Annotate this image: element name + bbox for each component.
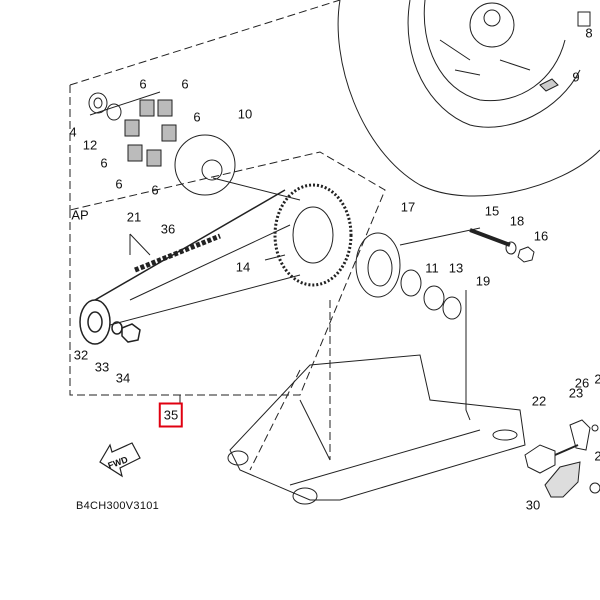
callout-17[interactable]: 17	[400, 199, 416, 215]
callout-9[interactable]: 9	[572, 69, 580, 85]
fwd-arrow-icon	[99, 442, 141, 478]
callout-35-highlighted[interactable]: 35	[158, 402, 184, 428]
callout-6[interactable]: 6	[139, 76, 147, 92]
callout-11[interactable]: 11	[425, 260, 439, 276]
callout-30[interactable]: 30	[525, 497, 541, 513]
group-label-ap: AP	[71, 207, 89, 223]
callout-32[interactable]: 32	[73, 347, 89, 363]
callout-13[interactable]: 13	[448, 260, 464, 276]
drive-chain	[79, 189, 286, 345]
callout-6[interactable]: 6	[100, 155, 108, 171]
sprocket	[273, 183, 353, 287]
callout-14[interactable]: 14	[235, 259, 251, 275]
callout-18[interactable]: 18	[509, 213, 525, 229]
callout-6[interactable]: 6	[181, 76, 189, 92]
callout-15[interactable]: 15	[484, 203, 500, 219]
callout-10[interactable]: 10	[237, 106, 253, 122]
callout-22[interactable]: 22	[531, 393, 547, 409]
callout-12[interactable]: 12	[82, 137, 98, 153]
rear-wheel	[337, 0, 600, 197]
callout-2-partial[interactable]: 2	[594, 371, 600, 387]
callout-23[interactable]: 23	[568, 385, 584, 401]
callout-2-partial[interactable]: 2	[594, 448, 600, 464]
callout-8[interactable]: 8	[585, 25, 593, 41]
leader-lines-solid	[89, 91, 481, 421]
leader-lines	[69, 0, 386, 471]
callout-6[interactable]: 6	[115, 176, 123, 192]
callout-33[interactable]: 33	[94, 359, 110, 375]
callout-34[interactable]: 34	[115, 370, 131, 386]
diagram-code: B4CH300V3101	[76, 500, 160, 512]
callout-36[interactable]: 36	[160, 221, 176, 237]
callout-16[interactable]: 16	[533, 228, 549, 244]
callout-19[interactable]: 19	[475, 273, 491, 289]
swingarm	[227, 354, 526, 505]
callout-26[interactable]: 26	[574, 375, 590, 391]
callout-4[interactable]: 4	[69, 124, 77, 140]
callout-6[interactable]: 6	[193, 109, 201, 125]
chain-adjuster	[524, 419, 600, 498]
callout-6[interactable]: 6	[151, 182, 159, 198]
sprocket-carrier	[355, 228, 535, 320]
hub-dampers	[88, 92, 236, 196]
callout-21[interactable]: 21	[126, 209, 142, 225]
